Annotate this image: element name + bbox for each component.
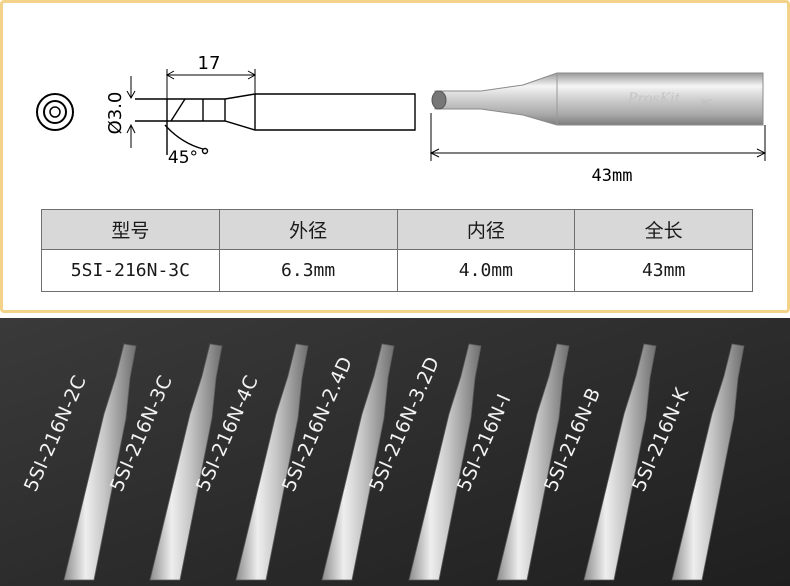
total-length-dimension: 43mm	[429, 113, 767, 186]
tip-code-text: 3C	[700, 99, 712, 109]
tip-shape	[63, 343, 137, 581]
cell-model: 5SI-216N-3C	[41, 249, 220, 292]
header-model: 型号	[41, 209, 220, 250]
tip-shape	[149, 343, 223, 581]
spec-panel: Ø3.0 17 45° ProsK	[0, 0, 790, 313]
length-label: 17	[198, 53, 221, 74]
total-length-label: 43mm	[592, 166, 633, 186]
angle-label: 45°	[168, 148, 198, 168]
length-dimension: 17	[165, 53, 257, 103]
diameter-dimension: Ø3.0	[105, 76, 136, 148]
cell-total-length: 43mm	[574, 249, 753, 292]
tip-outline	[135, 93, 416, 155]
tip-shape	[321, 343, 395, 581]
cell-outer-diameter: 6.3mm	[218, 249, 398, 292]
table-header-row: 型号 外径 内径 全长	[41, 209, 753, 250]
tip-shape	[496, 343, 570, 581]
technical-drawing: Ø3.0 17 45° ProsK	[36, 53, 767, 186]
tip-shape	[583, 343, 657, 581]
tip-shape	[235, 343, 309, 581]
header-outer-diameter: 外径	[218, 209, 398, 250]
cell-inner-diameter: 4.0mm	[396, 249, 576, 292]
tip-shape	[408, 343, 482, 581]
end-view-icon	[36, 93, 74, 131]
table-row: 5SI-216N-3C 6.3mm 4.0mm 43mm	[41, 249, 753, 292]
tip-shape	[671, 343, 745, 581]
header-inner-diameter: 内径	[396, 209, 576, 250]
diameter-label: Ø3.0	[105, 92, 126, 135]
spec-table: 型号 外径 内径 全长 5SI-216N-3C 6.3mm 4.0mm 43mm	[41, 209, 753, 292]
tip-photo: ProsKit 3C	[431, 72, 764, 126]
tip-gallery-graphic	[0, 318, 790, 586]
brand-text: ProsKit	[627, 91, 681, 107]
header-total-length: 全长	[574, 209, 753, 250]
